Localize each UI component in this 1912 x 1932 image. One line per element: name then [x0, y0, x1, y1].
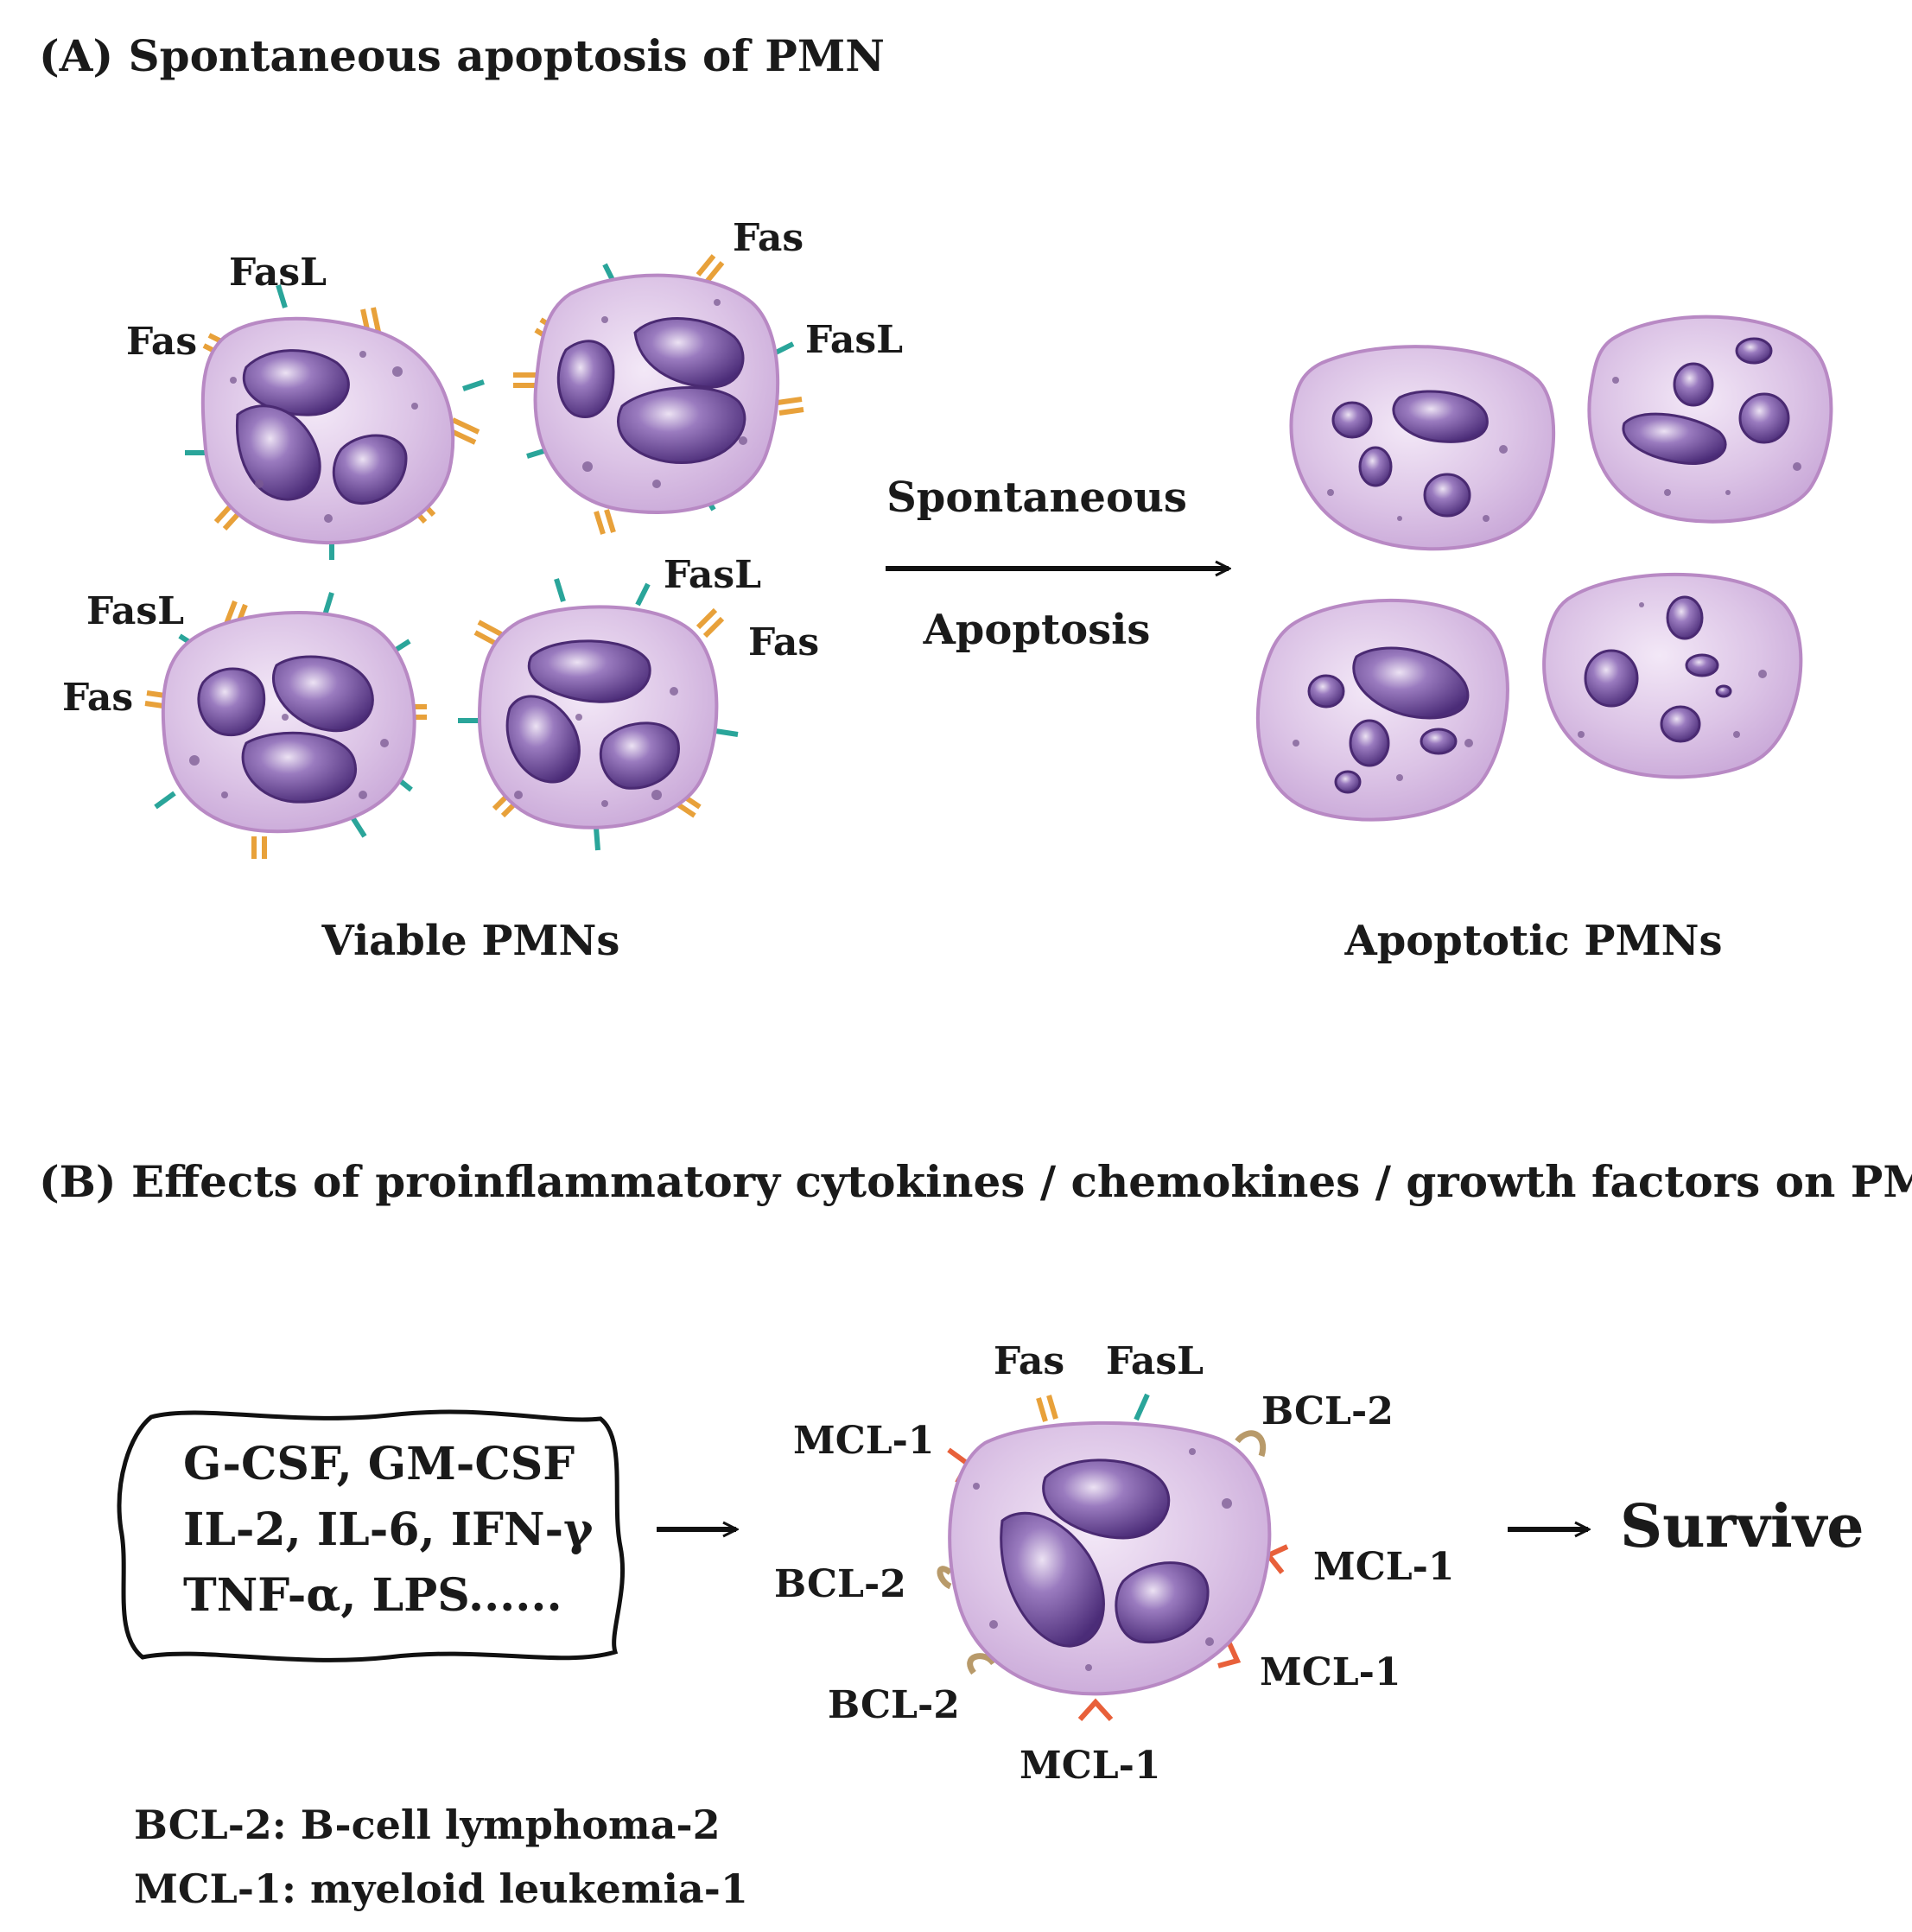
viable-pmn-2 — [513, 254, 804, 535]
apoptotic-pmns-caption: Apoptotic PMNs — [1343, 917, 1722, 965]
viable-pmn-1 — [185, 284, 485, 560]
bcl2-receptor — [967, 1653, 996, 1675]
fasl-label: FasL — [86, 589, 184, 633]
legend-mcl1: MCL-1: myeloid leukemia-1 — [134, 1865, 748, 1912]
mcl1-label: MCL-1 — [793, 1419, 935, 1463]
viable-pmns-caption: Viable PMNs — [321, 917, 620, 965]
mcl1-label: MCL-1 — [1020, 1744, 1161, 1788]
apoptotic-pmn-4 — [1542, 572, 1803, 779]
survive-label: Survive — [1620, 1492, 1864, 1561]
legend-bcl2: BCL-2: B-cell lymphoma-2 — [134, 1802, 721, 1848]
bcl2-label: BCL-2 — [774, 1562, 906, 1606]
fas-label: Fas — [126, 320, 197, 364]
fasl-label: FasL — [805, 318, 903, 362]
panel-a-title: (A) Spontaneous apoptosis of PMN — [39, 30, 885, 81]
fas-label: Fas — [748, 620, 819, 664]
apoptotic-pmn-3 — [1255, 598, 1509, 822]
fasl-label: FasL — [664, 553, 761, 597]
fas-label: Fas — [733, 216, 804, 260]
fasl-label: FasL — [1106, 1339, 1204, 1383]
fasl-receptor — [1134, 1393, 1150, 1421]
cytokine-line-3: TNF-α, LPS...... — [183, 1569, 562, 1622]
apoptotic-pmn-2 — [1587, 315, 1833, 524]
cytokine-line-2: IL-2, IL-6, IFN-γ — [183, 1503, 594, 1556]
fas-label: Fas — [62, 676, 133, 720]
panel-b-title: (B) Effects of proinflammatory cytokines… — [39, 1156, 1912, 1207]
fasl-label: FasL — [229, 251, 327, 295]
bcl2-receptor — [937, 1566, 953, 1590]
bcl2-label: BCL-2 — [828, 1683, 960, 1727]
arrow-label-bottom: Apoptosis — [923, 606, 1151, 654]
fas-label: Fas — [994, 1339, 1064, 1383]
surviving-pmn — [937, 1393, 1289, 1722]
viable-pmn-3 — [144, 592, 427, 859]
fas-receptor — [1036, 1395, 1058, 1422]
viable-pmn-4 — [458, 578, 739, 851]
cytokine-box — [117, 1409, 626, 1662]
fas-receptor — [473, 607, 725, 818]
bcl2-label: BCL-2 — [1261, 1389, 1394, 1433]
cytokine-line-1: G-CSF, GM-CSF — [183, 1438, 575, 1490]
mcl1-label: MCL-1 — [1260, 1650, 1401, 1694]
apoptotic-pmn-1 — [1289, 345, 1556, 551]
mcl1-label: MCL-1 — [1313, 1545, 1455, 1589]
fasl-receptor — [458, 578, 739, 851]
arrow-label-top: Spontaneous — [886, 473, 1187, 522]
bcl2-receptor — [1235, 1430, 1267, 1458]
